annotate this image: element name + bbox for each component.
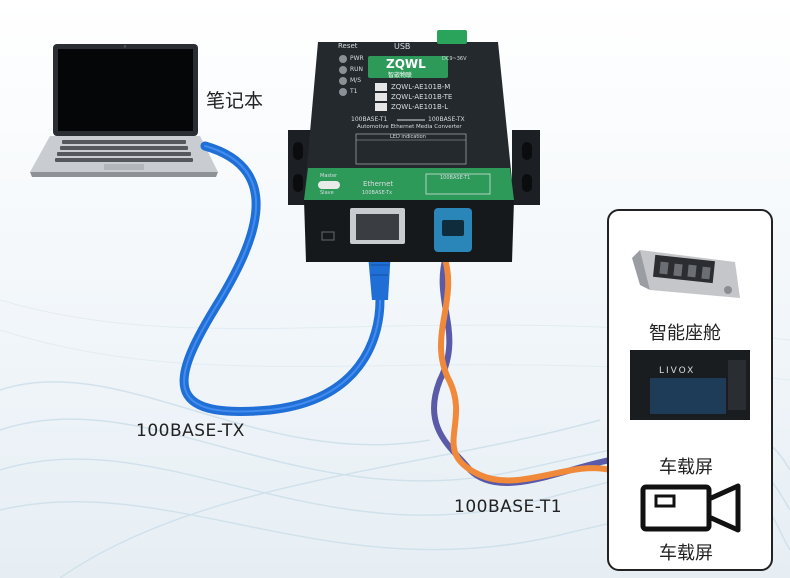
led-label-run: RUN (350, 66, 364, 73)
panel-item-label-screen-1: 车载屏 (659, 457, 713, 478)
usb-label: USB (394, 42, 411, 51)
panel-item-label-screen-2: 车载屏 (659, 543, 713, 564)
panel-item-label-cockpit: 智能座舱 (649, 323, 721, 344)
brand-logo: ZQWL (386, 57, 426, 71)
switch-master-label: Master (320, 173, 338, 179)
led-label-ms: M/S (350, 77, 362, 84)
device-description: Automotive Ethernet Media Converter (357, 124, 462, 130)
brand-sub: 智嵌物联 (388, 72, 413, 79)
model-m: ZQWL-AE101B-M (391, 83, 451, 91)
switch-slave-label: Slave (320, 190, 334, 196)
link-right-label: 100BASE-TX (428, 116, 465, 123)
led-label-t1: T1 (350, 88, 358, 95)
link-left-label: 100BASE-T1 (351, 116, 388, 123)
laptop-label: 笔记本 (206, 90, 264, 112)
led-label-pwr: PWR (350, 55, 364, 62)
ethernet-label: Ethernet (363, 180, 394, 188)
led-table-title: LED indication (390, 134, 426, 140)
t1-cable-label: 100BASE-T1 (454, 497, 563, 517)
tx-cable-label: 100BASE-TX (136, 421, 245, 441)
ethernet-sub: 100BASE-Tx (362, 190, 393, 196)
model-te: ZQWL-AE101B-TE (391, 93, 453, 101)
model-l: ZQWL-AE101B-L (391, 103, 449, 111)
lidar-brand: LIVOX (659, 366, 696, 376)
power-label: DC9~36V (442, 56, 467, 62)
reset-label: Reset (338, 42, 358, 50)
t1-port-label: 100BASE-T1 (440, 175, 471, 181)
